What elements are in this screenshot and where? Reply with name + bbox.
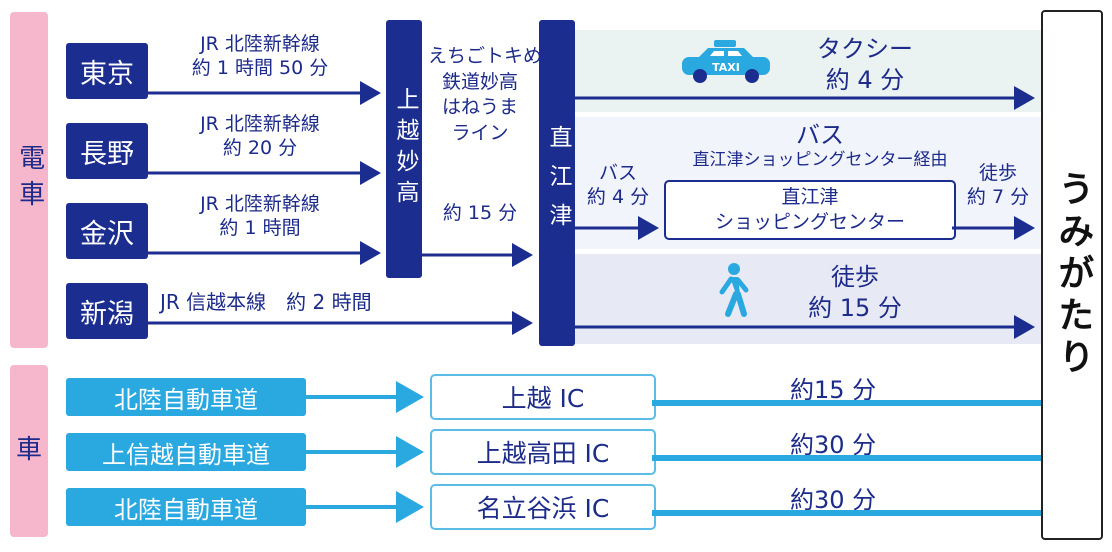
origin-kanazawa: 金沢: [66, 203, 148, 259]
destination-umigatari: うみがたり: [1041, 10, 1103, 540]
category-train: 電車: [10, 12, 48, 348]
walk-time: 約 15 分: [808, 294, 902, 323]
route-kanazawa-line: JR 北陸新幹線: [200, 193, 320, 215]
ic-nadachi-hamaya: 名立谷浜 IC: [430, 484, 656, 530]
origin-kanazawa-label: 金沢: [80, 218, 134, 250]
origin-tokyo-label: 東京: [80, 58, 134, 90]
walk-lane: [573, 254, 1041, 344]
bus-stop-line2: ショッピングセンター: [714, 211, 905, 233]
route-tokyo-line: JR 北陸新幹線: [200, 33, 320, 55]
car-time-3-label: 約30 分: [790, 486, 877, 514]
ic-nadachi-hamaya-label: 名立谷浜 IC: [476, 494, 610, 523]
route-nagano: JR 北陸新幹線 約 20 分: [160, 113, 360, 161]
route-niigata: JR 信越本線 約 2 時間: [160, 290, 460, 315]
bus-title-block: バス 直江津ショッピングセンター経由: [640, 120, 1000, 171]
route-nagano-line: JR 北陸新幹線: [200, 113, 320, 135]
walk-info: 徒歩 約 15 分: [780, 262, 930, 324]
car-time-1-label: 約15 分: [790, 376, 877, 404]
car-time-2-label: 約30 分: [790, 431, 877, 459]
walking-person-icon: [716, 262, 752, 318]
origin-nagano: 長野: [66, 123, 148, 179]
car-time-1: 約15 分: [790, 370, 876, 405]
bus-leg1-time: 約 4 分: [586, 185, 650, 208]
echigo-line-3: はねうま: [441, 96, 518, 119]
ic-joetsu-takada-label: 上越高田 IC: [476, 439, 610, 468]
origin-niigata: 新潟: [66, 283, 148, 339]
bus-leg2-label: 徒歩: [978, 162, 1017, 184]
origin-niigata-label: 新潟: [80, 298, 134, 330]
taxi-icon: TAXI: [680, 40, 772, 84]
road-hokuriku-2: 北陸自動車道: [66, 488, 306, 526]
hub-joetsu-myoko-label: 上越妙高: [391, 87, 418, 211]
road-joshinetsu: 上信越自動車道: [66, 433, 306, 471]
category-car-label: 車: [15, 435, 42, 466]
taxi-label: タクシー: [817, 35, 913, 63]
road-joshinetsu-label: 上信越自動車道: [102, 440, 270, 469]
car-time-2: 約30 分: [790, 425, 876, 460]
hub-naoetsu: 直江津: [539, 20, 575, 346]
bus-stop-box: 直江津 ショッピングセンター: [664, 180, 956, 240]
route-nagano-time: 約 20 分: [222, 136, 298, 159]
bus-leg1-label: バス: [598, 162, 637, 184]
echigo-line-2: 鉄道妙高: [441, 70, 518, 93]
route-kanazawa-time: 約 1 時間: [219, 216, 301, 239]
route-kanazawa: JR 北陸新幹線 約 1 時間: [160, 193, 360, 241]
road-hokuriku-1-label: 北陸自動車道: [114, 385, 258, 414]
route-niigata-line: JR 信越本線 約 2 時間: [160, 290, 372, 314]
origin-nagano-label: 長野: [80, 138, 134, 170]
taxi-icon-text: TAXI: [712, 61, 740, 74]
hub-joetsu-myoko: 上越妙高: [386, 20, 422, 278]
taxi-time: 約 4 分: [825, 66, 905, 95]
bus-leg2-time: 約 7 分: [966, 185, 1030, 208]
destination-label: うみがたり: [1052, 170, 1094, 380]
road-hokuriku-1: 北陸自動車道: [66, 378, 306, 416]
echigo-time: 約 15 分: [428, 202, 532, 226]
bus-leg2: 徒歩 約 7 分: [958, 162, 1038, 210]
echigo-line-1: えちごトキめき: [428, 45, 562, 67]
origin-tokyo: 東京: [66, 43, 148, 99]
ic-joetsu-takada: 上越高田 IC: [430, 429, 656, 475]
road-hokuriku-2-label: 北陸自動車道: [114, 495, 258, 524]
route-tokyo: JR 北陸新幹線 約 1 時間 50 分: [160, 33, 360, 81]
route-tokyo-time: 約 1 時間 50 分: [191, 56, 329, 79]
bus-leg1: バス 約 4 分: [580, 162, 656, 210]
category-car: 車: [10, 365, 48, 537]
hub-naoetsu-label: 直江津: [544, 124, 571, 242]
bus-subtitle: 直江津ショッピングセンター経由: [692, 150, 948, 170]
ic-joetsu-label: 上越 IC: [501, 384, 585, 413]
echigo-time-label: 約 15 分: [442, 202, 518, 224]
walk-label: 徒歩: [831, 263, 879, 291]
bus-stop-line1: 直江津: [781, 186, 839, 209]
bus-title: バス: [796, 121, 844, 149]
taxi-info: タクシー 約 4 分: [790, 34, 940, 96]
echigo-line-4: ライン: [451, 121, 509, 144]
ic-joetsu: 上越 IC: [430, 374, 656, 420]
car-time-3: 約30 分: [790, 480, 876, 515]
echigo-line: えちごトキめき 鉄道妙高 はねうま ライン: [428, 44, 562, 147]
category-train-label: 電車: [14, 144, 45, 216]
